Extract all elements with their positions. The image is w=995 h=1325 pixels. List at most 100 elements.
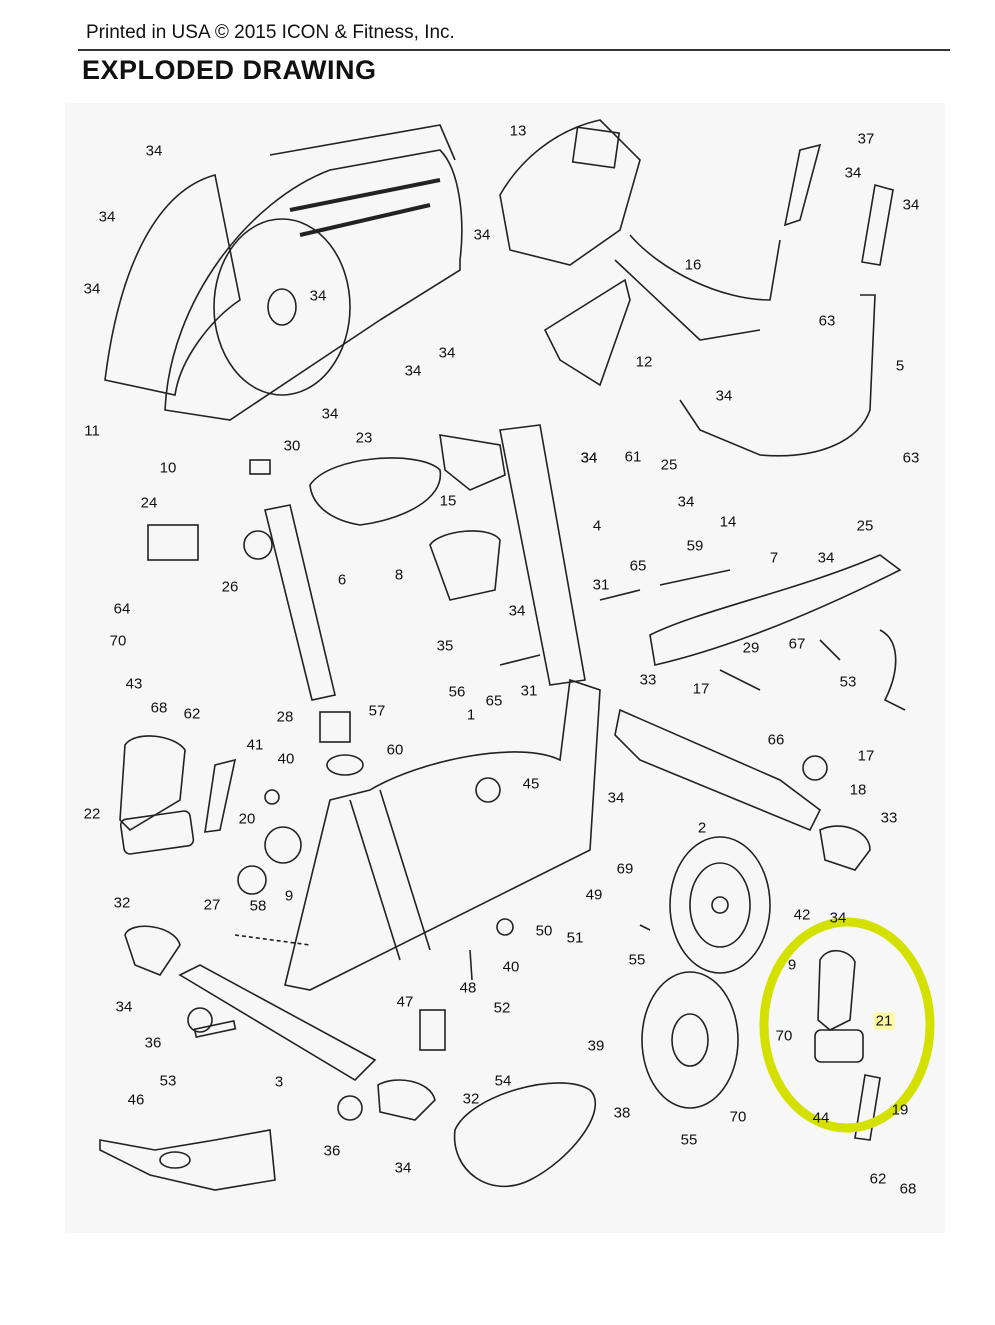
part-label: 53	[159, 1072, 177, 1090]
part-label: 32	[462, 1090, 480, 1108]
cover-part-12	[543, 278, 631, 387]
grip-part-37b	[861, 183, 894, 266]
shroud-part-10	[164, 149, 463, 421]
strap-part-46	[99, 1129, 276, 1191]
part-label: 34	[438, 344, 456, 362]
part-label: 43	[125, 675, 143, 693]
part-label: 46	[127, 1091, 145, 1109]
part-label: 34	[580, 449, 598, 467]
part-label: 42	[793, 906, 811, 924]
part-label: 61	[624, 448, 642, 466]
flywheel-part-42	[669, 836, 771, 974]
part-label: 31	[520, 682, 538, 700]
part-label: 9	[284, 887, 294, 905]
part-label: 68	[899, 1180, 917, 1198]
endcap-part-33	[819, 825, 871, 871]
part-label: 9	[787, 956, 797, 974]
part-label: 19	[891, 1101, 909, 1119]
part-label: 30	[283, 437, 301, 455]
part-label: 34	[508, 602, 526, 620]
pedal-part-21	[817, 950, 856, 1031]
part-label: 55	[680, 1131, 698, 1149]
part-label: 34	[309, 287, 327, 305]
part-label: 18	[849, 781, 867, 799]
part-label: 41	[246, 736, 264, 754]
part-label: 12	[635, 353, 653, 371]
part-label: 20	[238, 810, 256, 828]
part-label: 17	[692, 680, 710, 698]
seatpost-part-6	[264, 504, 336, 701]
part-label: 60	[386, 741, 404, 759]
part-label: 36	[144, 1034, 162, 1052]
upright-part-4	[499, 424, 586, 686]
part-label: 13	[509, 122, 527, 140]
part-label: 34	[607, 789, 625, 807]
part-label: 49	[585, 886, 603, 904]
part-label: 65	[629, 557, 647, 575]
part-label: 52	[493, 999, 511, 1017]
part-label: 2	[697, 819, 707, 837]
part-label: 7	[769, 549, 779, 567]
cover-part-15	[439, 434, 506, 491]
console-part-13	[499, 119, 641, 266]
part-label: 27	[203, 896, 221, 914]
part-label: 59	[686, 537, 704, 555]
page-title: EXPLODED DRAWING	[82, 55, 377, 85]
part-label: 63	[818, 312, 836, 330]
part-label: 16	[684, 256, 702, 274]
part-label: 33	[880, 809, 898, 827]
part-label: 10	[159, 459, 177, 477]
part-label: 14	[719, 513, 737, 531]
header-printed: Printed in USA © 2015 ICON & Fitness, In…	[86, 22, 455, 43]
part-label: 34	[83, 280, 101, 298]
part-label: 6	[337, 571, 347, 589]
part-label: 45	[522, 775, 540, 793]
part-label: 55	[628, 951, 646, 969]
part-label: 34	[115, 998, 133, 1016]
part-label: 23	[355, 429, 373, 447]
part-label: 4	[592, 517, 602, 535]
part-label: 25	[660, 456, 678, 474]
part-label: 22	[83, 805, 101, 823]
crank-part-20	[204, 758, 237, 833]
part-label: 24	[140, 494, 158, 512]
part-label: 15	[439, 492, 457, 510]
part-label: 34	[145, 142, 163, 160]
shroud-part-11	[104, 174, 241, 396]
part-label: 65	[485, 692, 503, 710]
part-label: 34	[844, 164, 862, 182]
part-label: 34	[98, 208, 116, 226]
part-label: 37	[857, 130, 875, 148]
part-label: 11	[84, 422, 100, 440]
part-label: 33	[639, 671, 657, 689]
part-label: 34	[321, 405, 339, 423]
flywheel-cover-disc	[213, 218, 351, 396]
part-label: 64	[113, 600, 131, 618]
part-label: 31	[592, 576, 610, 594]
part-label: 40	[277, 750, 295, 768]
highlight-circle	[759, 917, 935, 1133]
frame-part-1	[284, 678, 601, 991]
part-label: 38	[613, 1104, 631, 1122]
handlebar-part-16	[614, 234, 781, 341]
part-label: 40	[502, 958, 520, 976]
part-label: 67	[788, 635, 806, 653]
part-label: 70	[775, 1027, 793, 1045]
part-label: 63	[902, 449, 920, 467]
part-label: 34	[677, 493, 695, 511]
part-label: 32	[113, 894, 131, 912]
header-rule	[78, 49, 950, 51]
part-label: 35	[436, 637, 454, 655]
crank-part-19	[854, 1074, 881, 1141]
pulley-part-38	[641, 971, 739, 1109]
part-label: 5	[895, 357, 905, 375]
part-label: 56	[448, 683, 466, 701]
part-label: 36	[323, 1142, 341, 1160]
part-label: 1	[466, 706, 476, 724]
grip-part-37a	[783, 143, 822, 227]
upright-part-5	[679, 294, 876, 457]
part-label: 25	[856, 517, 874, 535]
part-label: 58	[249, 897, 267, 915]
part-label: 50	[535, 922, 553, 940]
